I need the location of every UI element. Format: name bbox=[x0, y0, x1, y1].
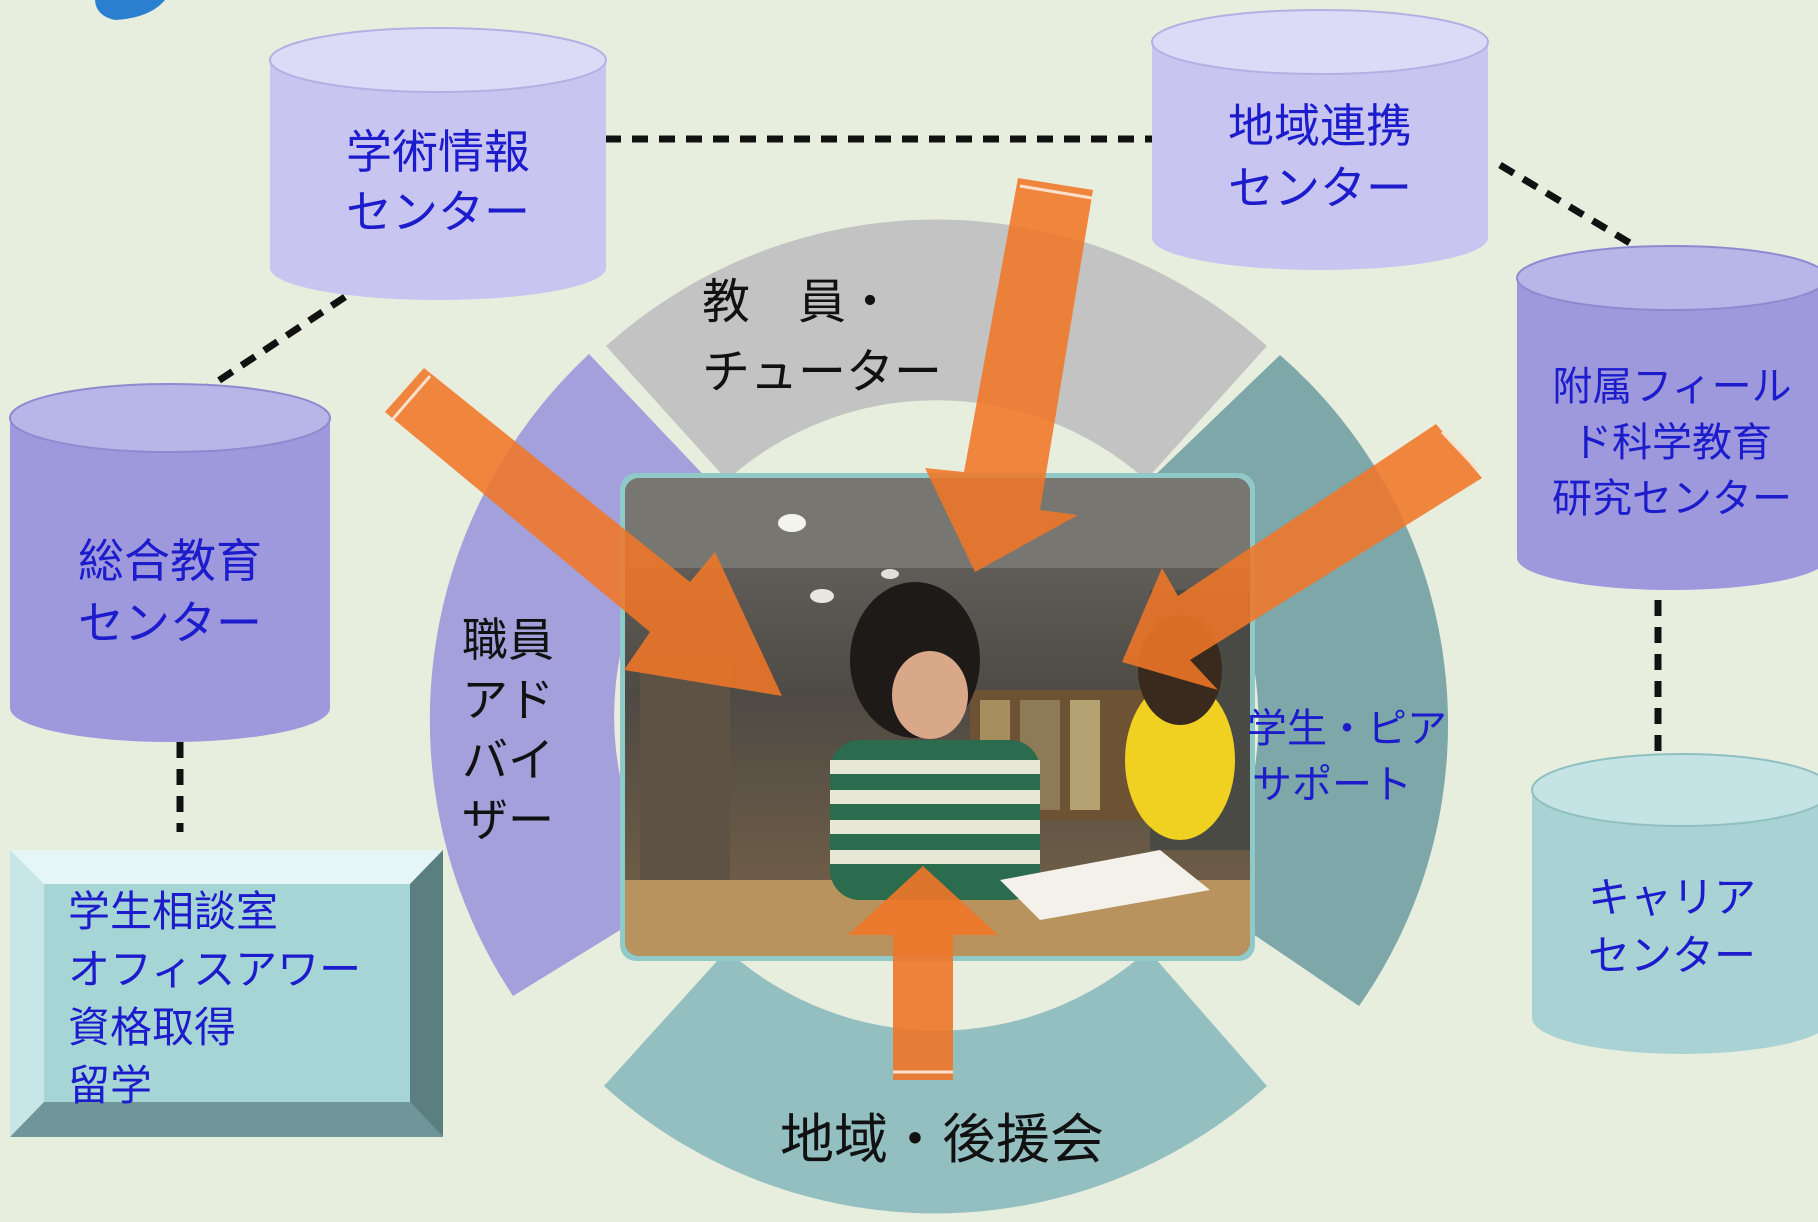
cylinder-chiiki-center: 地域連携 センター bbox=[1151, 9, 1489, 270]
connector-gakujutsu-sogo bbox=[198, 294, 347, 396]
cylinder-fuzoku-center: 附属フィール ド科学教育 研究センター bbox=[1516, 245, 1818, 590]
ring-segment-bottom bbox=[604, 950, 1267, 1214]
dashed-connectors bbox=[176, 135, 1662, 832]
ring-right-line1: 学生・ピア bbox=[1247, 706, 1447, 752]
ring-left-line4: ザー bbox=[462, 793, 554, 847]
cylinder-sogo-line1: 総合教育 bbox=[78, 534, 262, 588]
logo-fragment bbox=[95, 0, 165, 20]
arrow-top-down bbox=[925, 178, 1093, 572]
cylinder-chiiki-line2: センター bbox=[1228, 161, 1412, 215]
service-box: 学生相談室 オフィスアワー 資格取得 留学 bbox=[10, 850, 443, 1137]
service-item-4: 留学 bbox=[68, 1061, 152, 1110]
cylinder-career-line1: キャリア bbox=[1588, 873, 1756, 922]
connector-chiiki-fuzoku bbox=[1498, 161, 1657, 262]
arrow-bottom-up bbox=[848, 866, 998, 1080]
ring-left-line3: バイ bbox=[462, 733, 554, 787]
support-arrows bbox=[385, 178, 1482, 1080]
cylinder-gakujutsu-line1: 学術情報 bbox=[346, 125, 530, 179]
cylinder-career-center: キャリア センター bbox=[1531, 753, 1818, 1054]
cylinder-gakujutsu-center: 学術情報 センター bbox=[269, 27, 607, 300]
service-item-1: 学生相談室 bbox=[68, 887, 278, 936]
ring-bottom-line1: 地域・後援会 bbox=[780, 1108, 1104, 1171]
cylinder-chiiki-line1: 地域連携 bbox=[1228, 99, 1412, 153]
ring-right-line2: サポート bbox=[1252, 762, 1412, 808]
ring-left-line1: 職員 bbox=[462, 613, 554, 667]
ring-top-line2: チューター bbox=[702, 344, 942, 400]
cylinder-career-line2: センター bbox=[1588, 931, 1756, 980]
cylinder-fuzoku-line2: ド科学教育 bbox=[1572, 420, 1772, 466]
arrow-left-up bbox=[385, 368, 782, 696]
student-studying-photo bbox=[620, 473, 1255, 961]
cylinder-fuzoku-line3: 研究センター bbox=[1552, 476, 1792, 522]
service-item-2: オフィスアワー bbox=[68, 945, 361, 994]
ring-left-line2: アド bbox=[462, 673, 554, 727]
arrow-right-up bbox=[1122, 424, 1482, 690]
ring-segment-top bbox=[606, 219, 1267, 480]
cylinder-fuzoku-line1: 附属フィール bbox=[1552, 364, 1791, 410]
service-item-3: 資格取得 bbox=[68, 1003, 236, 1052]
cylinder-sogo-line2: センター bbox=[78, 596, 262, 650]
ring-top-line1: 教 員・ bbox=[702, 274, 894, 330]
cylinder-sogo-center: 総合教育 センター bbox=[9, 383, 331, 742]
cylinder-gakujutsu-line2: センター bbox=[346, 185, 530, 239]
